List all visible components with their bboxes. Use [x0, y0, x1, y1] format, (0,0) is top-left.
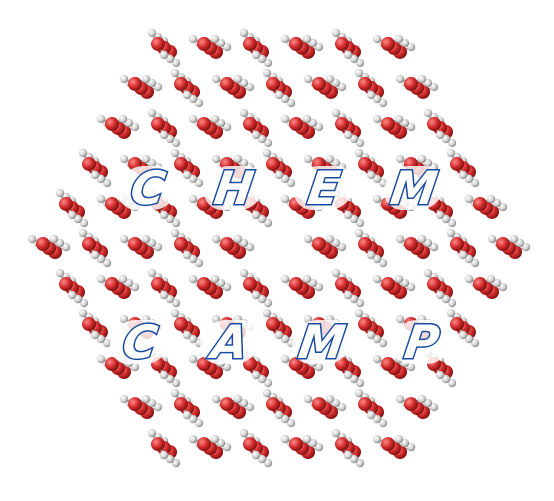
- water-molecule: [239, 348, 273, 388]
- water-molecule: [262, 148, 296, 188]
- water-molecule: [280, 114, 324, 139]
- water-molecule: [280, 34, 324, 59]
- water-molecule: [170, 228, 204, 268]
- water-molecule: [303, 74, 347, 99]
- water-molecule: [188, 434, 232, 460]
- water-molecule: [423, 108, 457, 148]
- water-molecule: [188, 114, 232, 139]
- water-molecule: [487, 234, 531, 259]
- water-molecule: [188, 274, 232, 300]
- water-molecule: [188, 34, 232, 59]
- water-molecule: [423, 268, 457, 308]
- water-molecule: [395, 234, 439, 259]
- water-molecule: [239, 428, 273, 468]
- water-molecule: [78, 308, 112, 348]
- water-molecule: [211, 74, 255, 99]
- water-molecule: [239, 268, 273, 308]
- water-molecule: [395, 394, 439, 420]
- water-molecule: [395, 74, 439, 99]
- water-molecule: [354, 308, 388, 348]
- water-molecule: [96, 354, 140, 380]
- water-molecule: [331, 108, 365, 148]
- water-molecule: [55, 188, 89, 228]
- water-molecule: [147, 28, 181, 68]
- water-molecule: [262, 68, 296, 108]
- water-molecule: [119, 394, 163, 420]
- water-molecule: [446, 228, 480, 268]
- water-molecule: [280, 434, 324, 460]
- water-molecule: [464, 274, 508, 300]
- water-molecule: [211, 234, 255, 259]
- water-molecule: [188, 354, 232, 380]
- water-molecule: [372, 354, 416, 380]
- water-molecule: [354, 148, 388, 188]
- water-molecule: [464, 194, 508, 219]
- water-molecule: [354, 388, 388, 428]
- water-molecule: [147, 428, 181, 468]
- water-molecule: [147, 108, 181, 148]
- water-molecule: [446, 148, 480, 188]
- water-molecule: [170, 308, 204, 348]
- water-molecule: [262, 308, 296, 348]
- water-molecule: [372, 34, 416, 59]
- water-molecule: [262, 388, 296, 428]
- water-molecule: [170, 148, 204, 188]
- water-molecule: [119, 234, 163, 259]
- molecule-lattice: [27, 28, 531, 468]
- water-molecule: [96, 114, 140, 139]
- water-molecule: [331, 268, 365, 308]
- water-molecule: [170, 68, 204, 108]
- water-molecule: [372, 114, 416, 139]
- water-molecule: [303, 234, 347, 259]
- water-molecule: [280, 274, 324, 300]
- water-molecule: [211, 394, 255, 420]
- water-molecule: [78, 148, 112, 188]
- water-molecule: [119, 74, 163, 99]
- water-molecule: [354, 228, 388, 268]
- water-molecule: [239, 108, 273, 148]
- water-molecule: [147, 268, 181, 308]
- water-molecule: [331, 428, 365, 468]
- water-molecule: [372, 434, 416, 460]
- water-molecule: [331, 28, 365, 68]
- water-molecule: [96, 274, 140, 300]
- water-molecule: [55, 268, 89, 308]
- water-molecule: [354, 68, 388, 108]
- water-molecule: [446, 308, 480, 348]
- water-molecule: [27, 234, 71, 259]
- water-molecule: [170, 388, 204, 428]
- water-molecule: [239, 28, 273, 68]
- water-molecule: [372, 274, 416, 300]
- water-molecule: [303, 394, 347, 420]
- water-molecule: [78, 228, 112, 268]
